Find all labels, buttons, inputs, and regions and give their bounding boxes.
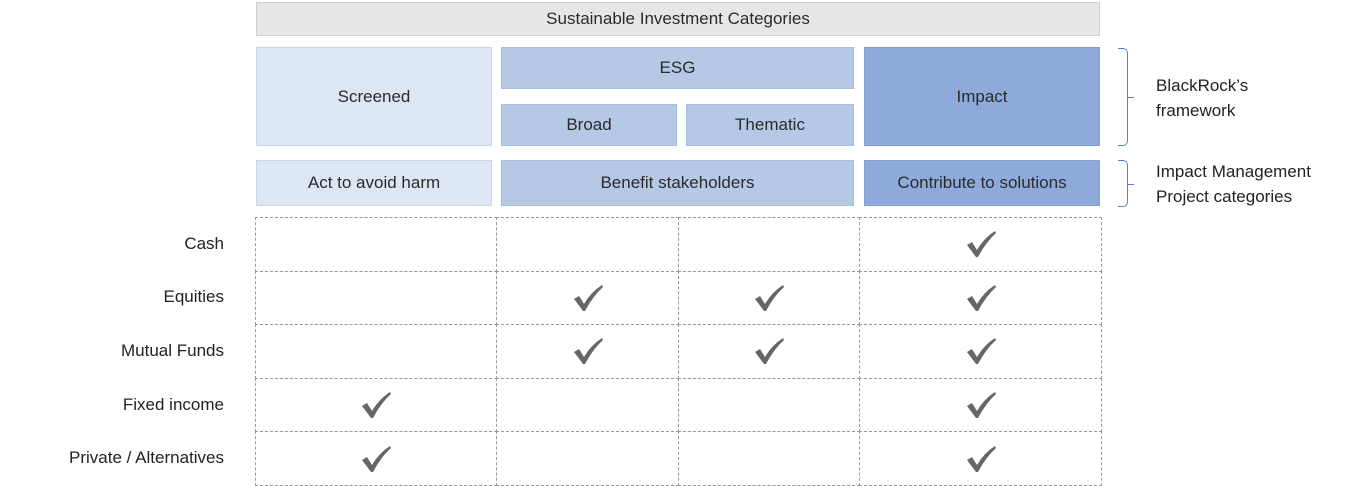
grid-cell (859, 377, 1102, 433)
broad-category: Broad (501, 104, 677, 146)
grid-cell (496, 377, 679, 433)
row-label: Fixed income (122, 394, 224, 414)
grid-cell (496, 324, 679, 379)
grid-cell (496, 217, 679, 272)
grid-cell (496, 270, 679, 326)
check-icon (966, 284, 996, 311)
grid-cell (678, 270, 860, 326)
diagram-title: Sustainable Investment Categories (256, 2, 1100, 36)
grid-cell (255, 270, 497, 326)
impact-category: Impact (864, 47, 1100, 146)
grid-cell (859, 324, 1102, 379)
check-icon (966, 338, 996, 365)
framework-label-line-2: framework (1156, 101, 1236, 120)
grid-cell (678, 217, 860, 272)
framework-label-line-1: BlackRock’s (1156, 76, 1249, 95)
check-icon (573, 338, 603, 365)
screened-category: Screened (256, 47, 492, 146)
framework-brace (1118, 48, 1134, 146)
imp-label: Impact Management Project categories (1156, 159, 1311, 209)
row-label: Private / Alternatives (69, 448, 224, 468)
check-icon (362, 445, 391, 472)
grid-cell (859, 217, 1102, 272)
check-icon (966, 445, 996, 472)
check-icon (966, 392, 996, 419)
check-icon (755, 284, 784, 311)
row-label: Cash (184, 233, 224, 253)
imp-brace (1118, 160, 1134, 207)
grid-cell (678, 377, 860, 433)
row-label: Equities (163, 287, 224, 307)
avoid-harm-category: Act to avoid harm (256, 160, 492, 206)
grid-cell (255, 431, 497, 486)
asset-class-grid (255, 217, 1102, 486)
imp-label-line-1: Impact Management (1156, 162, 1311, 181)
grid-cell (255, 324, 497, 379)
benefit-stakeholders-category: Benefit stakeholders (501, 160, 854, 206)
grid-cell (859, 431, 1102, 486)
grid-cell (678, 431, 860, 486)
imp-label-line-2: Project categories (1156, 187, 1293, 206)
esg-category: ESG (501, 47, 854, 89)
check-icon (966, 231, 996, 258)
check-icon (755, 338, 784, 365)
contribute-solutions-category: Contribute to solutions (864, 160, 1100, 206)
thematic-category: Thematic (686, 104, 854, 146)
check-icon (573, 284, 603, 311)
row-label: Mutual Funds (121, 341, 224, 360)
grid-cell (859, 270, 1102, 326)
framework-label: BlackRock’s framework (1156, 73, 1248, 123)
grid-cell (496, 431, 679, 486)
check-icon (362, 392, 391, 419)
grid-cell (255, 377, 497, 433)
grid-cell (678, 324, 860, 379)
grid-cell (255, 217, 497, 272)
